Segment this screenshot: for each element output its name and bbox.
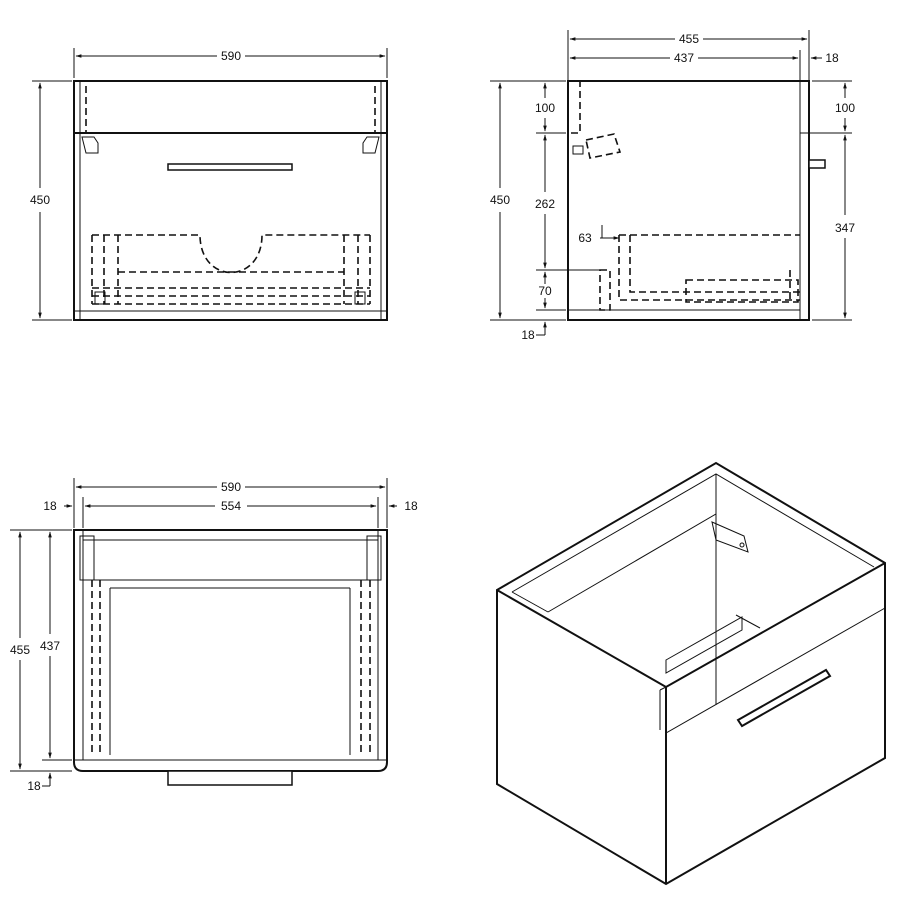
side-bottom-18-dimension: 18: [521, 328, 535, 342]
plan-front-dimension: 18: [27, 779, 41, 793]
side-left-262-dimension: 262: [535, 197, 555, 211]
side-height-dimension: 450: [490, 193, 510, 207]
plan-inner-depth-dimension: 437: [40, 639, 60, 653]
front-width-dimension: 590: [221, 49, 241, 63]
front-height-dimension: 450: [30, 193, 50, 207]
plan-left-side-dimension: 18: [43, 499, 57, 513]
plan-depth-dimension: 455: [10, 643, 30, 657]
plan-inner-width-dimension: 554: [221, 499, 241, 513]
front-view: 590 450: [30, 48, 388, 321]
plan-width-dimension: 590: [221, 480, 241, 494]
plan-view: 590 554 18 18 455 437 18: [10, 478, 418, 793]
side-view: 455 437 18 450 100 262 63 70: [490, 30, 855, 342]
side-inner-depth-dimension: 437: [674, 51, 694, 65]
isometric-view: [496, 461, 886, 886]
side-top-right-dimension: 100: [835, 101, 855, 115]
plan-right-side-dimension: 18: [404, 499, 418, 513]
side-right-347-dimension: 347: [835, 221, 855, 235]
side-front-thickness-dimension: 18: [825, 51, 839, 65]
side-top-left-dimension: 100: [535, 101, 555, 115]
side-left-63-dimension: 63: [578, 231, 592, 245]
side-left-70-dimension: 70: [538, 284, 552, 298]
side-overall-depth-dimension: 455: [679, 32, 699, 46]
